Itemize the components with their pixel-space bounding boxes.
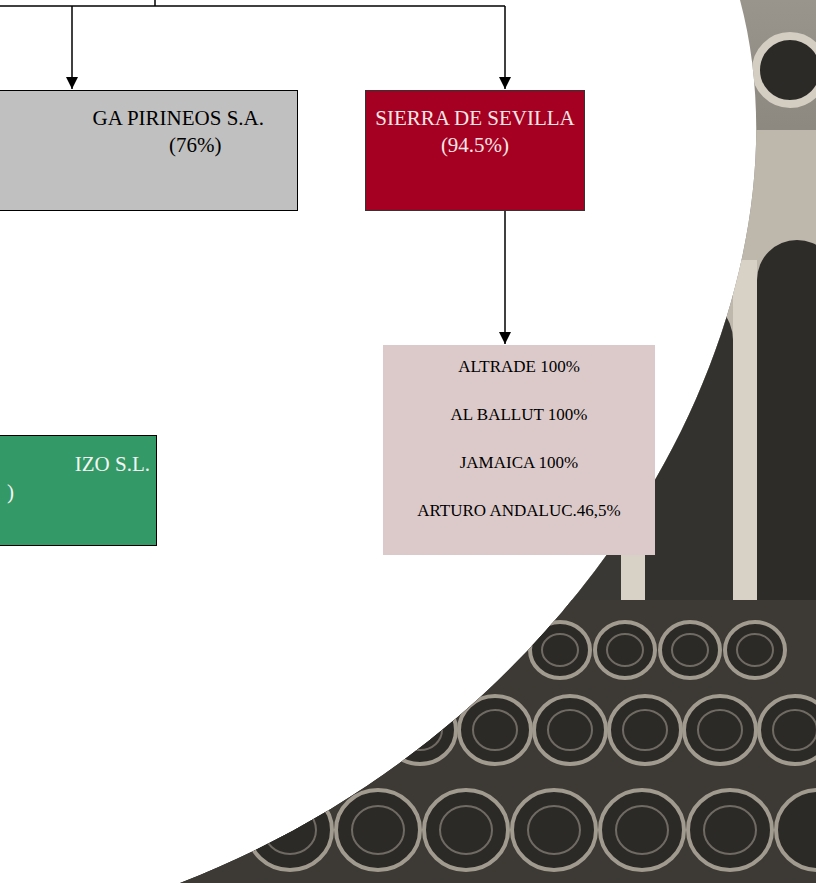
subsidiary-list-box: ALTRADE 100% AL BALLUT 100% JAMAICA 100% AR… xyxy=(383,345,655,555)
company-box: SIERRA DE SEVILLA(94.5%) xyxy=(365,90,585,211)
node-label: GA PIRINEOS S.A. xyxy=(92,105,264,132)
node-label: ALTRADE 100% xyxy=(458,356,580,378)
node-label: IZO S.L. xyxy=(75,450,150,478)
company-box: GA PIRINEOS S.A.(76%) xyxy=(0,90,298,211)
node-detail: ARTURO ANDALUC.46,5% xyxy=(417,500,620,522)
node-detail: JAMAICA 100% xyxy=(460,452,579,474)
company-box: IZO S.L.) xyxy=(0,435,157,546)
ownership-arrow xyxy=(504,211,506,344)
branch-arrow xyxy=(504,6,506,89)
branch-line xyxy=(0,5,505,7)
node-label: SIERRA DE SEVILLA xyxy=(375,105,575,132)
node-detail: AL BALLUT 100% xyxy=(451,404,588,426)
node-detail: (76%) xyxy=(169,132,221,159)
node-detail: ) xyxy=(7,478,14,506)
node-detail: (94.5%) xyxy=(441,132,509,159)
trunk-line xyxy=(154,0,156,6)
branch-arrow xyxy=(71,6,73,89)
